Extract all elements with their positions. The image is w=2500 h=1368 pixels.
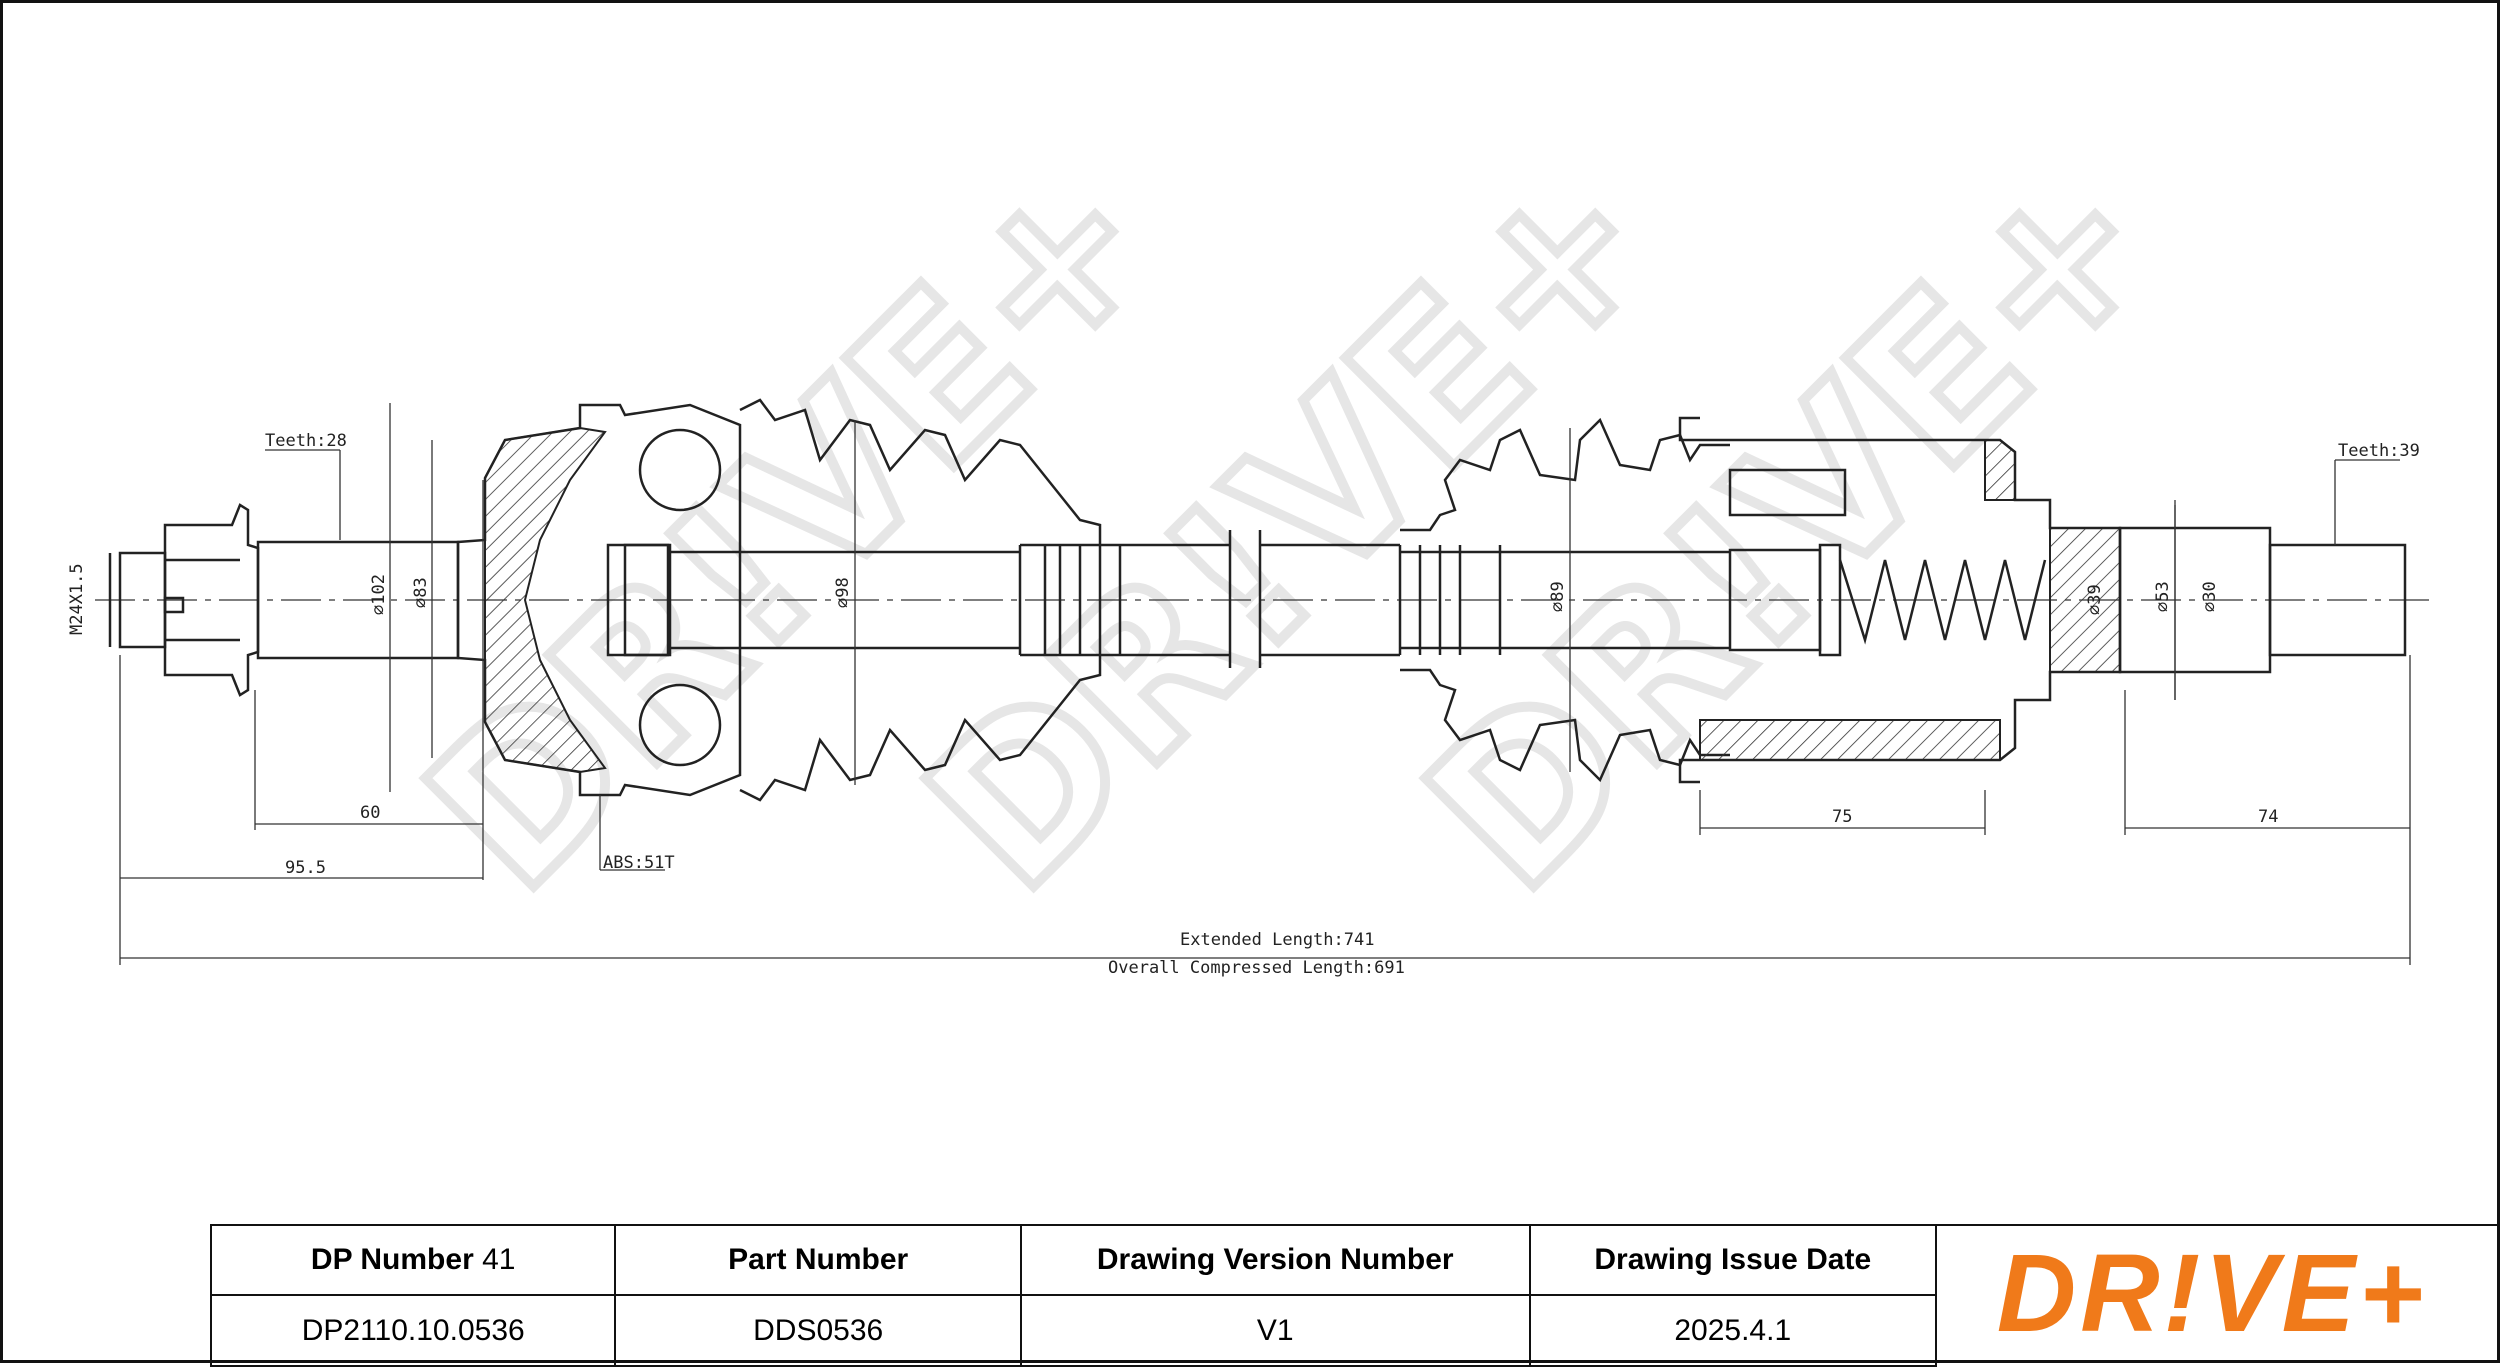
watermark: DR!VE+ DR!VE+ DR!VE+ xyxy=(377,111,2206,940)
diameter-102-label: ⌀102 xyxy=(369,574,389,615)
issue-date-header: Drawing Issue Date xyxy=(1528,1224,1938,1296)
extended-length-label: Extended Length:741 xyxy=(1180,930,1374,950)
dp-number-value: DP2110.10.0536 xyxy=(209,1294,617,1367)
compressed-length-label: Overall Compressed Length:691 xyxy=(1108,958,1405,978)
dimension-74: 74 xyxy=(2258,807,2278,827)
dp-number-header: DP Number 41 xyxy=(209,1224,617,1296)
diameter-89-label: ⌀89 xyxy=(1548,581,1568,612)
version-header: Drawing Version Number xyxy=(1019,1224,1531,1296)
part-number-header: Part Number xyxy=(614,1224,1022,1296)
diameter-30-label: ⌀30 xyxy=(2200,581,2220,612)
abs-label: ABS:51T xyxy=(603,853,675,873)
diameter-53-label: ⌀53 xyxy=(2153,581,2173,612)
dimension-75: 75 xyxy=(1832,807,1852,827)
dp-number-suffix: 41 xyxy=(482,1243,516,1276)
brand-logo-graphic: DR!VE+ xyxy=(1997,1232,2427,1355)
version-value: V1 xyxy=(1019,1294,1531,1367)
shaft-outline xyxy=(108,398,2407,802)
diameter-83-label: ⌀83 xyxy=(411,577,431,608)
teeth-left-label: Teeth:28 xyxy=(265,431,347,451)
title-block: DP Number 41 Part Number Drawing Version… xyxy=(209,1224,2500,1367)
issue-date-value: 2025.4.1 xyxy=(1528,1294,1938,1367)
hatched-sections xyxy=(484,426,2121,774)
dimension-95-5: 95.5 xyxy=(285,858,326,878)
brand-logo: DR!VE+ xyxy=(1937,1224,2500,1363)
teeth-right-label: Teeth:39 xyxy=(2338,441,2420,461)
part-number-value: DDS0536 xyxy=(614,1294,1022,1367)
diameter-98-label: ⌀98 xyxy=(833,577,853,608)
title-block-table: DP Number 41 Part Number Drawing Version… xyxy=(209,1224,1938,1367)
dimension-60: 60 xyxy=(360,803,380,823)
brand-logo-text: DR!VE+ xyxy=(1997,1232,2427,1355)
thread-label: M24X1.5 xyxy=(67,563,87,635)
diameter-39-label: ⌀39 xyxy=(2085,584,2105,615)
dimension-lines xyxy=(119,403,2411,965)
